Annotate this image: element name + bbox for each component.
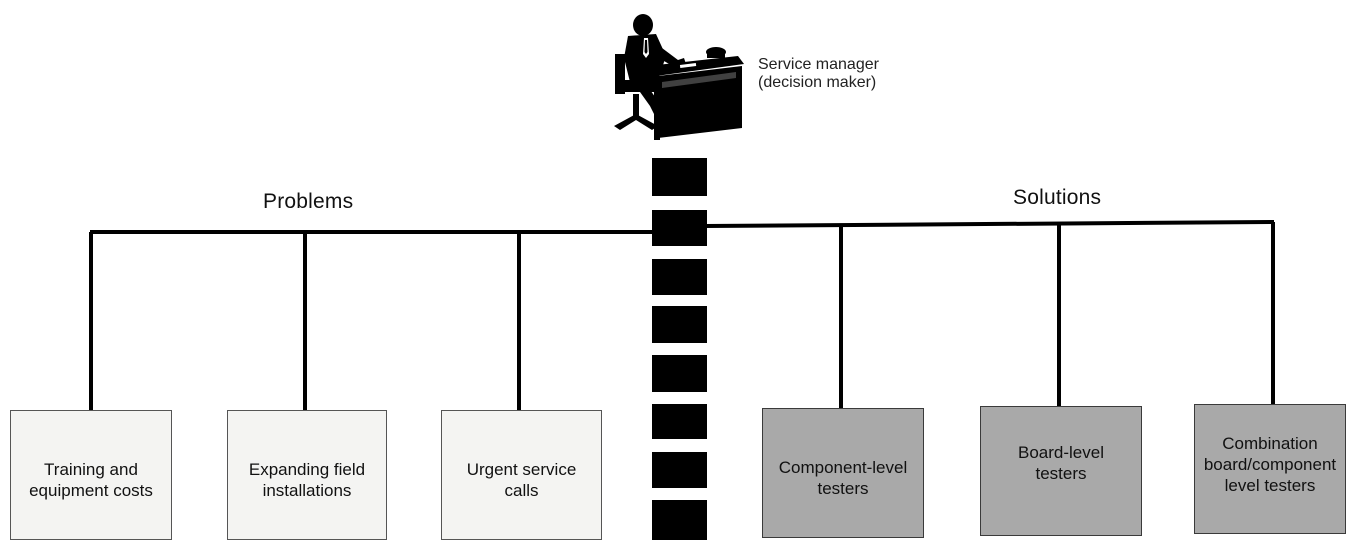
label-line: testers xyxy=(1035,464,1087,483)
manager-at-desk-icon xyxy=(614,14,744,140)
label-line: testers xyxy=(817,479,869,498)
solutions-bar xyxy=(704,220,1275,228)
divider-segment xyxy=(652,158,707,196)
label-line: Expanding field xyxy=(248,460,366,479)
label-line: Training and xyxy=(44,460,138,479)
solution-box-combination: Combination board/component level tester… xyxy=(1194,404,1346,534)
label-line: installations xyxy=(262,481,352,500)
solution-label: Component-level testers xyxy=(779,447,908,499)
label-line: equipment costs xyxy=(29,481,153,500)
divider-segment xyxy=(652,259,707,295)
problem-label: Training and equipment costs xyxy=(29,449,153,501)
solution-label: Combination board/component level tester… xyxy=(1204,433,1336,496)
problem-box-expanding: Expanding field installations xyxy=(227,410,387,540)
solution-box-component: Component-level testers xyxy=(762,408,924,538)
problems-heading: Problems xyxy=(263,190,354,213)
solutions-heading: Solutions xyxy=(1013,186,1102,209)
label-line: Board-level xyxy=(1018,443,1104,462)
divider-segment xyxy=(652,404,707,439)
label-line: Combination xyxy=(1222,433,1318,453)
problem-box-training: Training and equipment costs xyxy=(10,410,172,540)
problem-label: Urgent service calls xyxy=(467,449,577,501)
label-line: board/component xyxy=(1203,454,1337,474)
problem-label: Expanding field installations xyxy=(249,449,365,501)
solution-box-board: Board-level testers xyxy=(980,406,1142,536)
divider-segment xyxy=(652,500,707,540)
divider-segment xyxy=(652,355,707,392)
problem-box-urgent: Urgent service calls xyxy=(441,410,602,540)
solution-label: Board-level testers xyxy=(1018,442,1104,484)
caption-line-2: (decision maker) xyxy=(758,74,877,91)
divider-segment xyxy=(652,210,707,246)
label-line: Urgent service xyxy=(466,460,577,479)
divider-segment xyxy=(652,452,707,488)
decision-maker-caption: Service manager (decision maker) xyxy=(758,56,879,92)
label-line: calls xyxy=(504,481,539,500)
divider-segment xyxy=(652,306,707,343)
label-line: Component-level xyxy=(778,458,908,477)
caption-line-1: Service manager xyxy=(758,56,879,73)
label-line: level testers xyxy=(1224,475,1316,495)
